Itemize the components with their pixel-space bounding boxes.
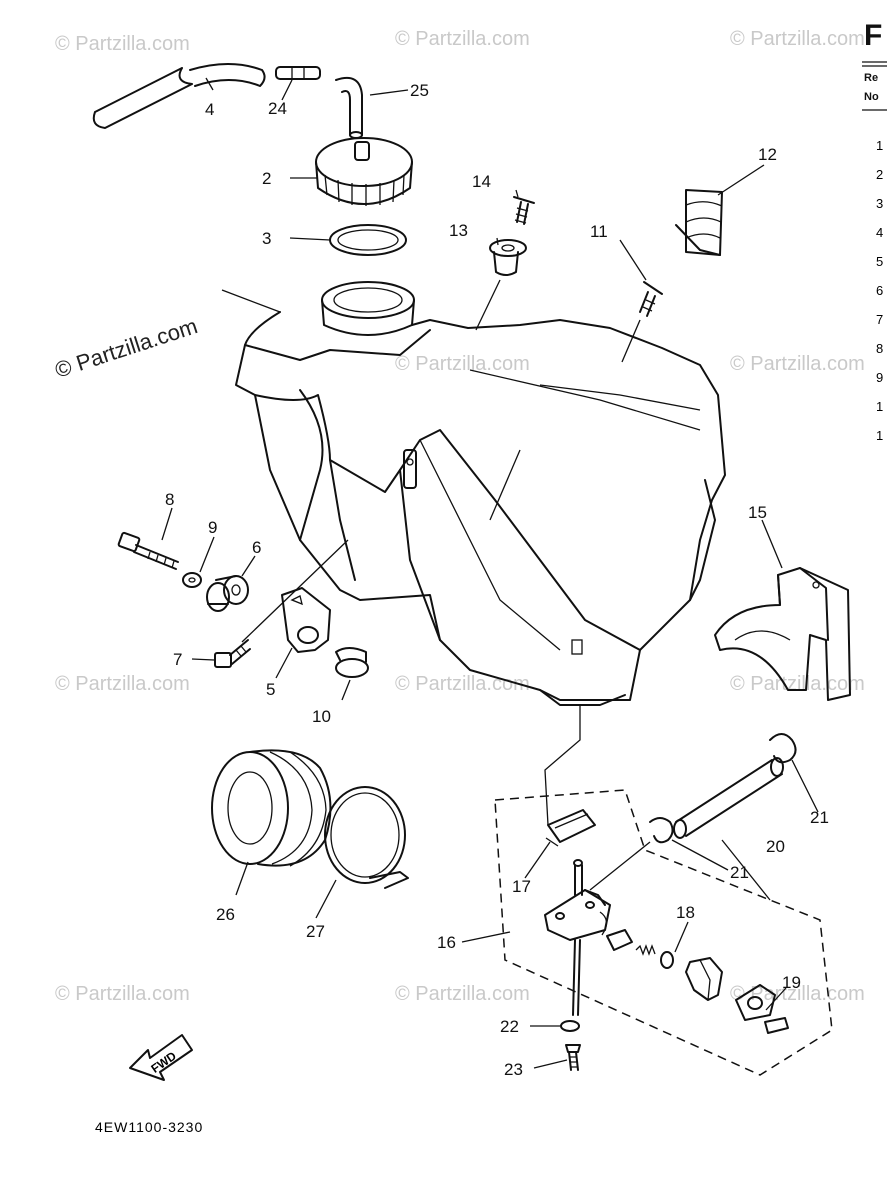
part-21-clip-upper bbox=[769, 733, 797, 764]
part-15-bracket bbox=[714, 567, 851, 701]
callout-21-lower: 21 bbox=[730, 863, 749, 882]
part-13-collar bbox=[489, 239, 527, 276]
header-title: F bbox=[864, 19, 882, 52]
callout-2: 2 bbox=[262, 169, 271, 188]
ref-list-item: 3 bbox=[876, 196, 883, 211]
callout-14: 14 bbox=[472, 172, 491, 191]
callout-21-upper: 21 bbox=[810, 808, 829, 827]
part-19-plate bbox=[735, 984, 789, 1034]
callout-9: 9 bbox=[208, 518, 217, 537]
callout-15: 15 bbox=[748, 503, 767, 522]
part-26-boot bbox=[211, 749, 332, 867]
part-5-stay bbox=[281, 587, 331, 653]
part-10-collar bbox=[335, 647, 369, 678]
callouts: 2 3 4 24 25 14 13 11 12 15 8 9 6 7 5 10 … bbox=[165, 81, 829, 1079]
lever bbox=[685, 957, 723, 1001]
parts-list-header: F Re No bbox=[862, 19, 887, 111]
ref-list: 1 2 3 4 5 6 7 8 9 1 1 bbox=[876, 138, 883, 443]
fwd-arrow-icon: FWD bbox=[129, 1034, 193, 1081]
part-2-cap bbox=[315, 137, 413, 206]
callout-4: 4 bbox=[205, 100, 214, 119]
watermark: © Partzilla.com bbox=[395, 673, 530, 695]
watermark-main: © Partzilla.com bbox=[52, 313, 201, 383]
part-18-o-ring bbox=[660, 951, 674, 969]
callout-8: 8 bbox=[165, 490, 174, 509]
ref-list-item: 7 bbox=[876, 312, 883, 327]
part-16-fuel-cock bbox=[494, 789, 833, 1076]
diagram-code: 4EW1100-3230 bbox=[95, 1119, 203, 1135]
part-17-strainer bbox=[545, 809, 596, 847]
part-3-gasket bbox=[329, 224, 407, 256]
callout-18: 18 bbox=[676, 903, 695, 922]
watermark: © Partzilla.com bbox=[55, 33, 190, 55]
callout-23: 23 bbox=[504, 1060, 523, 1079]
part-20-hose bbox=[673, 757, 784, 839]
header-no: No bbox=[864, 91, 879, 103]
ref-list-item: 4 bbox=[876, 225, 883, 240]
watermark: © Partzilla.com bbox=[55, 673, 190, 695]
part-27-clamp bbox=[324, 786, 409, 889]
ref-list-item: 6 bbox=[876, 283, 883, 298]
part-9-washer bbox=[182, 572, 202, 588]
part-24-joint bbox=[275, 66, 321, 80]
part-1-fuel-tank bbox=[235, 281, 726, 706]
ref-list-item: 2 bbox=[876, 167, 883, 182]
watermark: © Partzilla.com bbox=[395, 28, 530, 50]
watermark: © Partzilla.com bbox=[730, 673, 865, 695]
part-12-cushion bbox=[675, 189, 723, 256]
plunger bbox=[606, 929, 633, 951]
watermark: © Partzilla.com bbox=[730, 28, 865, 50]
fwd-label: FWD bbox=[148, 1049, 179, 1076]
callout-6: 6 bbox=[252, 538, 261, 557]
ref-list-item: 1 bbox=[876, 138, 883, 153]
ref-list-item: 9 bbox=[876, 370, 883, 385]
part-8-bolt bbox=[117, 531, 179, 570]
ref-list-item: 1 bbox=[876, 399, 883, 414]
part-21-clip-lower bbox=[649, 817, 674, 844]
ref-list-item: 1 bbox=[876, 428, 883, 443]
callout-16: 16 bbox=[437, 933, 456, 952]
watermark: © Partzilla.com bbox=[55, 983, 190, 1005]
callout-24: 24 bbox=[268, 99, 287, 118]
callout-5: 5 bbox=[266, 680, 275, 699]
callout-7: 7 bbox=[173, 650, 182, 669]
ref-list-item: 8 bbox=[876, 341, 883, 356]
callout-10: 10 bbox=[312, 707, 331, 726]
part-22-washer bbox=[560, 1020, 580, 1032]
ref-list-item: 5 bbox=[876, 254, 883, 269]
callout-20: 20 bbox=[766, 837, 785, 856]
callout-27: 27 bbox=[306, 922, 325, 941]
part-11-screw bbox=[639, 281, 663, 317]
callout-22: 22 bbox=[500, 1017, 519, 1036]
spring bbox=[635, 944, 656, 956]
part-25-elbow-hose bbox=[335, 76, 363, 139]
callout-25: 25 bbox=[410, 81, 429, 100]
part-4-hose bbox=[92, 63, 266, 129]
watermark: © Partzilla.com bbox=[395, 353, 530, 375]
watermark: © Partzilla.com bbox=[730, 353, 865, 375]
header-ref: Re bbox=[864, 72, 878, 84]
callout-11: 11 bbox=[590, 222, 608, 241]
part-7-bolt bbox=[214, 639, 251, 668]
callout-19: 19 bbox=[782, 973, 801, 992]
watermark: © Partzilla.com bbox=[395, 983, 530, 1005]
callout-12: 12 bbox=[758, 145, 777, 164]
part-23-screw bbox=[565, 1044, 581, 1071]
part-6-damper bbox=[206, 575, 249, 612]
callout-17: 17 bbox=[512, 877, 531, 896]
callout-13: 13 bbox=[449, 221, 468, 240]
callout-3: 3 bbox=[262, 229, 271, 248]
part-14-screw bbox=[513, 196, 535, 225]
callout-26: 26 bbox=[216, 905, 235, 924]
leader-lines bbox=[161, 77, 819, 1069]
